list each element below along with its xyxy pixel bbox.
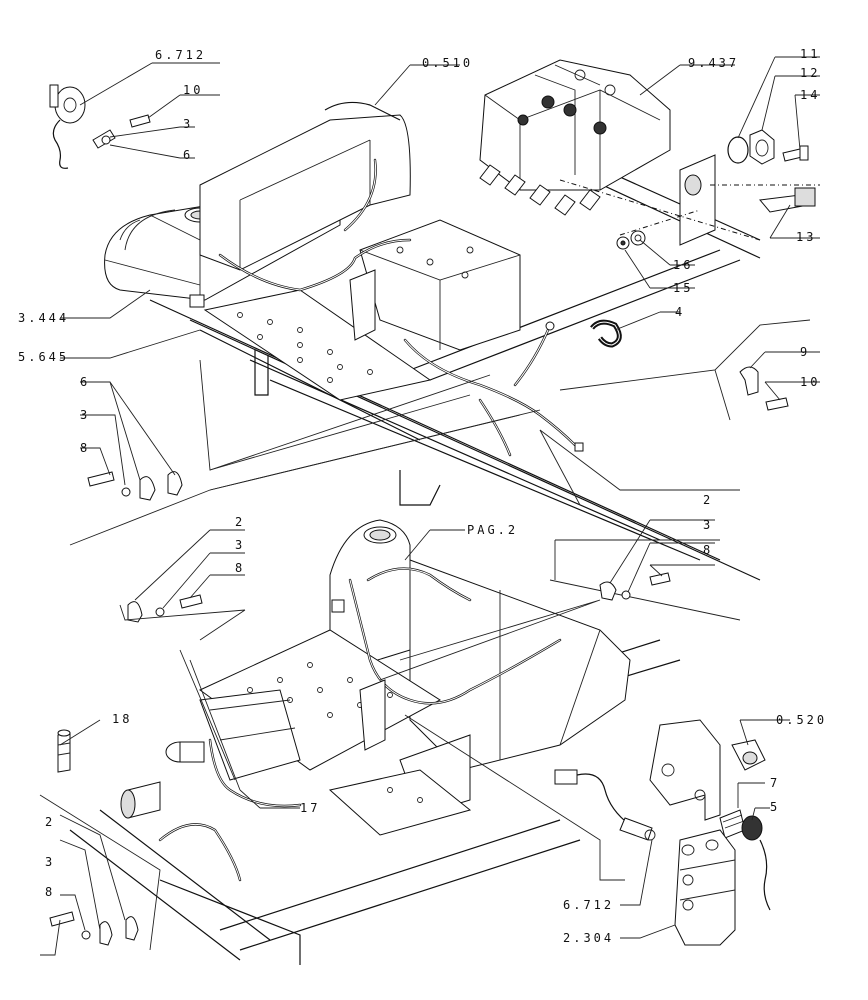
valve-2304 (674, 829, 736, 946)
callout-6-left[interactable]: 6 (80, 375, 91, 389)
callout-0520[interactable]: 0.520 (776, 713, 828, 727)
callout-5[interactable]: 5 (770, 800, 781, 814)
callout-3-left[interactable]: 3 (80, 408, 91, 422)
valve-hardware (616, 129, 816, 250)
callout-8-mid-right[interactable]: 8 (703, 543, 714, 557)
switch-part-18 (57, 729, 71, 773)
mid-left-clamp-group (127, 594, 203, 623)
callout-12[interactable]: 12 (800, 66, 821, 80)
callout-6712-top[interactable]: 6.712 (155, 48, 207, 62)
callout-6712-bottom[interactable]: 6.712 (563, 898, 615, 912)
mid-right-clamp-group (599, 572, 671, 601)
callout-9[interactable]: 9 (800, 345, 811, 359)
callout-3-bottom[interactable]: 3 (45, 855, 56, 869)
left-clamp-group (87, 471, 183, 501)
upper-frame-assembly (104, 101, 761, 581)
callout-18[interactable]: 18 (112, 712, 133, 726)
callout-11[interactable]: 11 (800, 47, 821, 61)
lower-platform-bolts (247, 662, 393, 718)
platform-bolts (237, 312, 373, 383)
callout-3-mid-left[interactable]: 3 (235, 538, 246, 552)
callout-8-mid-left[interactable]: 8 (235, 561, 246, 575)
bracket-0520-group (649, 719, 771, 911)
clamp-group-9-10 (739, 366, 789, 411)
callout-10-top[interactable]: 10 (183, 83, 204, 97)
callout-pag2[interactable]: PAG.2 (467, 523, 519, 537)
callout-2-bottom[interactable]: 2 (45, 815, 56, 829)
callout-5645[interactable]: 5.645 (18, 350, 70, 364)
sensor-6712-bottom (554, 769, 656, 841)
callout-4[interactable]: 4 (675, 305, 686, 319)
callout-8-bottom[interactable]: 8 (45, 885, 56, 899)
callout-3-mid-right[interactable]: 3 (703, 518, 714, 532)
leader-lines-upper (60, 56, 820, 621)
callout-6-top[interactable]: 6 (183, 148, 194, 162)
callout-3444[interactable]: 3.444 (18, 311, 70, 325)
control-valve-block (479, 59, 820, 246)
callout-0510[interactable]: 0.510 (422, 56, 474, 70)
bottom-clamp-group (49, 911, 139, 946)
lower-frame-assembly (69, 519, 681, 965)
clamp-part-4 (590, 319, 622, 348)
callout-3-top[interactable]: 3 (183, 117, 194, 131)
callout-2-mid-left[interactable]: 2 (235, 515, 246, 529)
callout-7[interactable]: 7 (770, 776, 781, 790)
callout-14[interactable]: 14 (800, 88, 821, 102)
leader-lines-lower (39, 519, 790, 956)
callout-15[interactable]: 15 (673, 281, 694, 295)
top-sensor-6712 (49, 84, 151, 169)
callout-17[interactable]: 17 (300, 801, 321, 815)
reservoir-bolts (396, 246, 474, 279)
callout-10-right[interactable]: 10 (800, 375, 821, 389)
callout-9437[interactable]: 9.437 (688, 56, 740, 70)
callout-2304[interactable]: 2.304 (563, 931, 615, 945)
callout-13[interactable]: 13 (796, 230, 817, 244)
callout-8-left[interactable]: 8 (80, 441, 91, 455)
callout-16[interactable]: 16 (673, 258, 694, 272)
callout-2-mid-right[interactable]: 2 (703, 493, 714, 507)
